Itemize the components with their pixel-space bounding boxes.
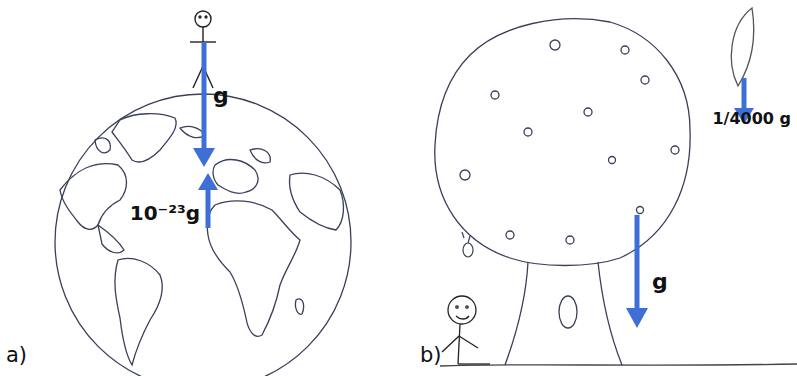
tree-drawing	[435, 19, 690, 365]
force-label: g	[213, 84, 229, 108]
force-label: 10⁻²³g	[130, 202, 200, 224]
force-arrow	[626, 215, 648, 328]
falling-apple	[462, 232, 473, 257]
force-label: 1/4000 g	[712, 110, 791, 128]
force-arrow	[193, 42, 215, 167]
sitting-person	[442, 296, 490, 364]
moon-crescent	[731, 8, 753, 86]
force-arrow	[198, 173, 218, 228]
ground-line	[440, 364, 797, 366]
panel-label: a)	[6, 344, 27, 367]
force-label: g	[652, 270, 668, 294]
panel-label: b)	[420, 344, 442, 367]
